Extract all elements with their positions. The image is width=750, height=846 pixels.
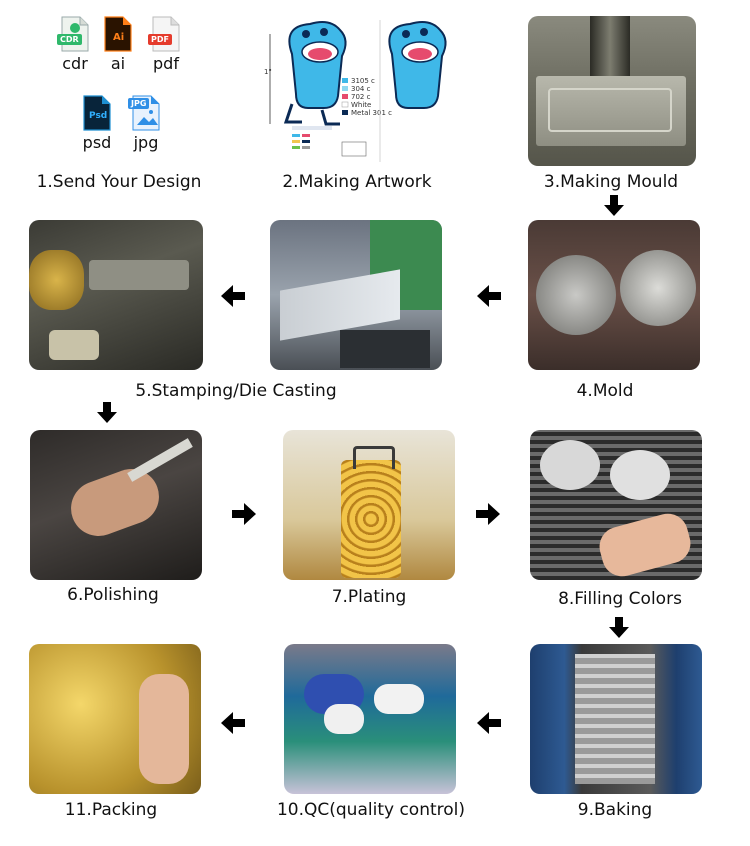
step-6-caption: 6.Polishing <box>67 585 159 605</box>
jpg-badge: JPG <box>128 98 149 109</box>
pdf-file-icon: PDF <box>151 16 181 52</box>
ai-file-icon: Ai <box>103 16 133 52</box>
arrow-left-icon <box>221 285 245 307</box>
baking-oven-photo <box>530 644 702 794</box>
step-7-caption: 7.Plating <box>332 587 407 607</box>
cdr-badge: CDR <box>57 34 82 45</box>
step-10-caption: 10.QC(quality control) <box>277 800 465 820</box>
step-1-caption: 1.Send Your Design <box>37 172 202 192</box>
cdr-label: cdr <box>58 54 92 73</box>
step-11-caption: 11.Packing <box>65 800 157 820</box>
pdf-label: pdf <box>149 54 183 73</box>
arrow-left-icon <box>221 712 245 734</box>
making-mould-photo <box>528 16 696 166</box>
swatch-label: 304 c <box>351 85 371 93</box>
step-8-caption: 8.Filling Colors <box>558 589 682 609</box>
jpg-file: JPG jpg <box>129 95 163 152</box>
step-5-caption: 5.Stamping/Die Casting <box>135 381 336 401</box>
packing-photo <box>29 644 201 794</box>
swatch-label: Metal 301 c <box>351 109 392 117</box>
dimension-label: 1" <box>264 68 272 76</box>
swatch-label: 702 c <box>351 93 371 101</box>
ai-label: ai <box>101 54 135 73</box>
cdr-file: CDR cdr <box>58 16 92 73</box>
jpg-file-icon: JPG <box>131 95 161 131</box>
psd-file-icon: Psd <box>82 95 112 131</box>
arrow-right-icon <box>476 503 500 525</box>
pdf-file: PDF pdf <box>149 16 183 73</box>
polishing-photo <box>30 430 202 580</box>
psd-label: psd <box>80 133 114 152</box>
psd-badge: Psd <box>86 111 110 122</box>
step-4-caption: 4.Mold <box>577 381 634 401</box>
arrow-right-icon <box>232 503 256 525</box>
psd-file: Psd psd <box>80 95 114 152</box>
arrow-left-icon <box>477 712 501 734</box>
step-3-caption: 3.Making Mould <box>544 172 678 192</box>
jpg-label: jpg <box>129 133 163 152</box>
mascot-drawing-left <box>286 22 346 124</box>
artwork-sheet: 1" 3105 c 304 c 702 c White Metal 301 c <box>262 14 452 164</box>
cdr-file-icon: CDR <box>60 16 90 52</box>
swatch-label: White <box>351 101 371 109</box>
arrow-down-icon <box>96 402 118 424</box>
quality-control-photo <box>284 644 456 794</box>
pdf-badge: PDF <box>148 34 172 45</box>
mold-photo <box>528 220 700 370</box>
plating-photo <box>283 430 455 580</box>
ai-file: Ai ai <box>101 16 135 73</box>
step-9-caption: 9.Baking <box>578 800 652 820</box>
arrow-left-icon <box>477 285 501 307</box>
ai-badge: Ai <box>110 32 127 43</box>
color-swatches <box>342 78 348 115</box>
stamping-machine-photo <box>29 220 203 370</box>
arrow-down-icon <box>608 617 630 639</box>
die-casting-line-photo <box>270 220 442 370</box>
filling-colors-photo <box>530 430 702 580</box>
arrow-down-icon <box>603 195 625 217</box>
swatch-label: 3105 c <box>351 77 375 85</box>
mascot-drawing-right <box>389 22 445 108</box>
step-2-caption: 2.Making Artwork <box>282 172 431 192</box>
